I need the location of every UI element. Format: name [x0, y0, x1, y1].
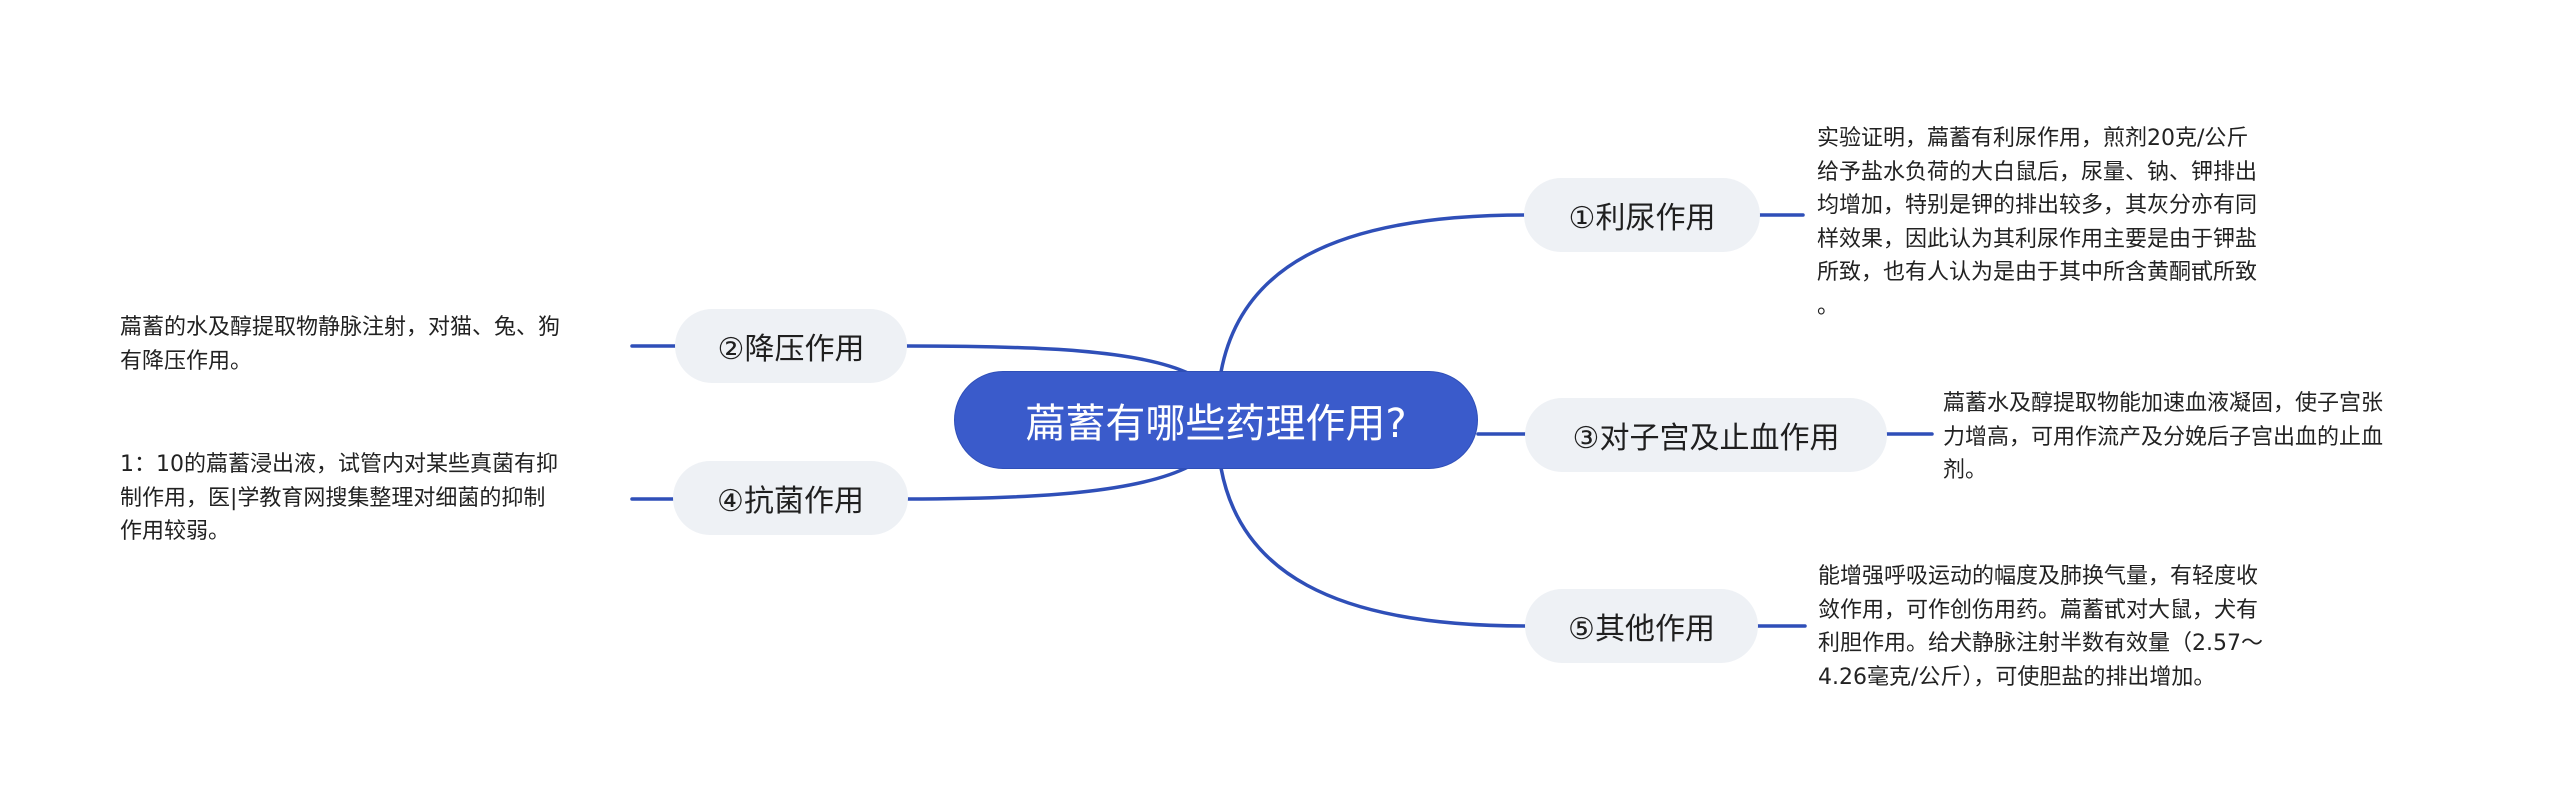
note-diuretic: 实验证明，萹蓄有利尿作用，煎剂20克/公斤 给予盐水负荷的大白鼠后，尿量、钠、钾… [1817, 126, 2258, 319]
link-root-to-branch-1 [1219, 213, 1527, 374]
branch-label: ②降压作用 [717, 332, 865, 367]
note-antibacterial: 1：10的萹蓄浸出液，试管内对某些真菌有抑 制作用，医|学教育网搜集整理对细菌的… [120, 452, 558, 544]
branch-topic-other[interactable]: ⑤其他作用 [1525, 589, 1758, 663]
link-root-to-branch-4 [905, 464, 1192, 501]
branch-label: ①利尿作用 [1568, 201, 1716, 236]
note-other: 能增强呼吸运动的幅度及肺换气量，有轻度收 敛作用，可作创伤用药。萹蓄甙对大鼠，犬… [1818, 564, 2263, 690]
note-uterus-hemostasis: 萹蓄水及醇提取物能加速血液凝固，使子宫张 力增高，可用作流产及分娩后子宫出血的止… [1943, 391, 2384, 483]
branch-topic-antibacterial[interactable]: ④抗菌作用 [673, 461, 908, 535]
branch-label: ⑤其他作用 [1568, 612, 1715, 647]
note-hypotensive: 萹蓄的水及醇提取物静脉注射，对猫、兔、狗 有降压作用。 [120, 315, 561, 374]
branch-topic-diuretic[interactable]: ①利尿作用 [1524, 178, 1760, 252]
root-topic-label: 萹蓄有哪些药理作用? [1025, 401, 1407, 447]
link-root-to-branch-2 [905, 344, 1192, 376]
link-root-to-branch-5 [1219, 466, 1527, 628]
branch-topic-uterus-hemostasis[interactable]: ③对子宫及止血作用 [1525, 398, 1887, 472]
root-topic[interactable]: 萹蓄有哪些药理作用? [954, 371, 1478, 469]
branch-label: ④抗菌作用 [717, 484, 864, 519]
branch-label: ③对子宫及止血作用 [1572, 421, 1840, 456]
branch-topic-hypotensive[interactable]: ②降压作用 [675, 309, 907, 383]
